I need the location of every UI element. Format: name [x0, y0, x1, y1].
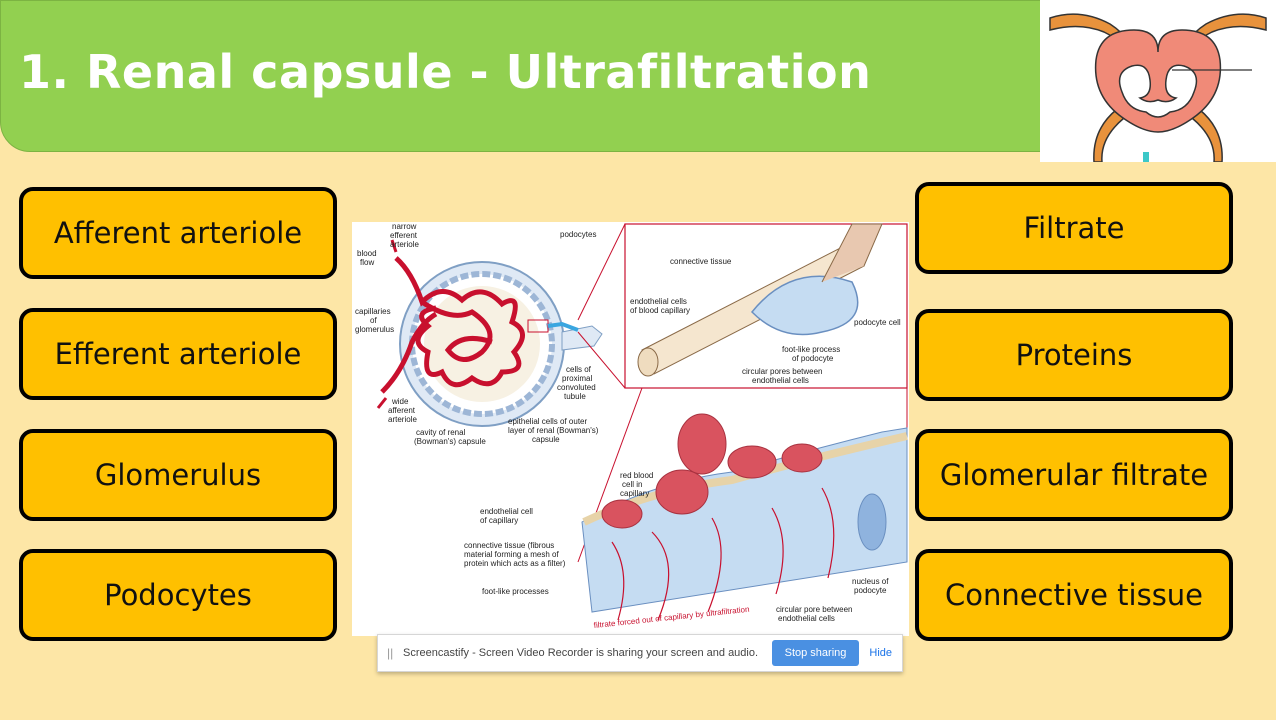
svg-text:connective tissue (fibrous: connective tissue (fibrous — [464, 541, 554, 550]
window-edge — [1276, 0, 1280, 720]
label-glomerular-filtrate[interactable]: Glomerular filtrate — [915, 429, 1233, 521]
title-banner: 1. Renal capsule - Ultrafiltration — [0, 0, 1042, 152]
svg-text:foot-like process: foot-like process — [782, 345, 840, 354]
svg-text:nucleus of: nucleus of — [852, 577, 889, 586]
notification-message: Screencastify - Screen Video Recorder is… — [403, 647, 759, 659]
svg-text:arteriole: arteriole — [388, 415, 417, 424]
svg-text:cells of: cells of — [566, 365, 592, 374]
svg-text:blood: blood — [357, 249, 377, 258]
svg-text:wide: wide — [391, 397, 409, 406]
svg-text:podocytes: podocytes — [560, 230, 596, 239]
label-connective-tissue[interactable]: Connective tissue — [915, 549, 1233, 641]
svg-text:protein which acts as a filter: protein which acts as a filter) — [464, 559, 566, 568]
label-glomerulus[interactable]: Glomerulus — [19, 429, 337, 521]
label-afferent-arteriole[interactable]: Afferent arteriole — [19, 187, 337, 279]
svg-text:foot-like processes: foot-like processes — [482, 587, 549, 596]
label-podocytes[interactable]: Podocytes — [19, 549, 337, 641]
svg-text:arteriole: arteriole — [390, 240, 419, 249]
svg-text:glomerulus: glomerulus — [355, 325, 394, 334]
hide-link[interactable]: Hide — [869, 647, 892, 659]
svg-text:capillary: capillary — [620, 489, 649, 498]
svg-text:podocyte: podocyte — [854, 586, 887, 595]
stop-sharing-button[interactable]: Stop sharing — [771, 640, 860, 666]
svg-text:material forming a mesh of: material forming a mesh of — [464, 550, 559, 559]
svg-text:connective tissue: connective tissue — [670, 257, 732, 266]
svg-text:circular pore between: circular pore between — [776, 605, 852, 614]
svg-text:cell in: cell in — [622, 480, 642, 489]
svg-text:endothelial cells: endothelial cells — [630, 297, 687, 306]
svg-text:flow: flow — [360, 258, 374, 267]
nephron-thumbnail-image — [1040, 0, 1276, 163]
svg-text:layer of renal (Bowman's): layer of renal (Bowman's) — [508, 426, 599, 435]
capillary-tube — [637, 223, 883, 377]
label-proteins[interactable]: Proteins — [915, 309, 1233, 401]
svg-text:red blood: red blood — [620, 471, 653, 480]
svg-text:capillaries: capillaries — [355, 307, 391, 316]
label-efferent-arteriole[interactable]: Efferent arteriole — [19, 308, 337, 400]
svg-text:circular pores between: circular pores between — [742, 367, 822, 376]
filtrate-arrows — [611, 487, 835, 621]
slide-title: 1. Renal capsule - Ultrafiltration — [19, 45, 872, 99]
svg-text:endothelial cells: endothelial cells — [752, 376, 809, 385]
svg-text:afferent: afferent — [388, 406, 416, 415]
svg-text:podocyte cell: podocyte cell — [854, 318, 901, 327]
svg-text:of capillary: of capillary — [480, 516, 518, 525]
svg-text:of blood capillary: of blood capillary — [630, 306, 690, 315]
svg-text:convoluted: convoluted — [557, 383, 596, 392]
bowmans-capsule — [399, 261, 603, 427]
drag-handle-icon[interactable]: || — [387, 646, 394, 660]
svg-text:narrow: narrow — [392, 222, 417, 231]
svg-text:capsule: capsule — [532, 435, 560, 444]
svg-text:endothelial cell: endothelial cell — [480, 507, 533, 516]
glomerulus-capillaries — [380, 256, 525, 394]
svg-text:epithelial cells of outer: epithelial cells of outer — [508, 417, 587, 426]
svg-text:(Bowman's) capsule: (Bowman's) capsule — [414, 437, 486, 446]
svg-text:of: of — [370, 316, 377, 325]
svg-text:proximal: proximal — [562, 374, 592, 383]
svg-text:endothelial cells: endothelial cells — [778, 614, 835, 623]
svg-text:of podocyte: of podocyte — [792, 354, 834, 363]
screen-sharing-notification: || Screencastify - Screen Video Recorder… — [377, 634, 903, 672]
label-filtrate[interactable]: Filtrate — [915, 182, 1233, 274]
filtration-detail — [581, 413, 908, 613]
svg-text:efferent: efferent — [390, 231, 418, 240]
svg-text:tubule: tubule — [564, 392, 586, 401]
svg-text:cavity of renal: cavity of renal — [416, 428, 466, 437]
